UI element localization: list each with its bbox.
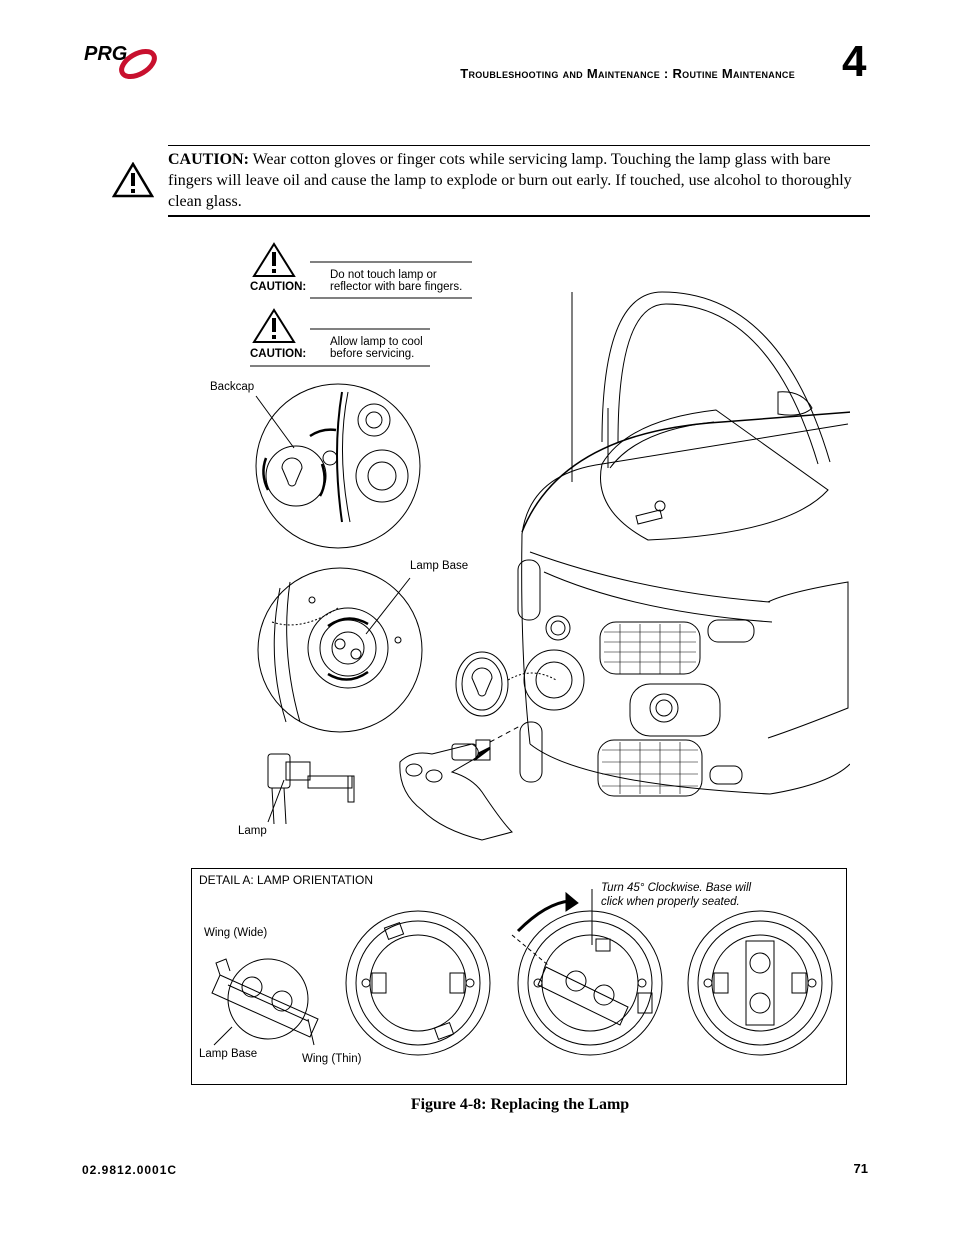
loose-backcap [455,651,557,717]
caution-body: Wear cotton gloves or finger cots while … [168,151,852,210]
figure-caution-1 [252,242,472,299]
detail-title: DETAIL A: LAMP ORIENTATION [199,873,373,887]
logo-text: PRG [84,43,127,65]
figure-caution-2 [250,308,430,367]
prg-logo: PRG [84,43,157,79]
detail-diagram: DETAIL A: LAMP ORIENTATION Wing (Wide) L… [199,873,833,1065]
callout-backcap: Backcap [210,381,254,393]
turn-note-line2: click when properly seated. [601,896,740,908]
fig-caution-2-line2: before servicing. [330,348,414,360]
chapter-number: 4 [842,37,867,86]
socket-seated [687,910,833,1056]
label-lamp-base: Lamp Base [199,1048,257,1060]
warning-triangle-icon [112,162,154,198]
section-title: Troubleshooting and Maintenance : Routin… [460,66,795,81]
figure-caption: Figure 4-8: Replacing the Lamp [410,1096,630,1113]
hand-with-lamp [399,725,521,841]
label-wing-wide: Wing (Wide) [204,927,267,939]
caution-bottom-rule [168,215,870,217]
lamp-part [267,753,355,825]
fig-caution-2-label: CAUTION: [250,348,306,360]
label-wing-thin: Wing (Thin) [302,1053,362,1065]
socket-rotating [511,889,663,1056]
detail-lamp-orientation: DETAIL A: LAMP ORIENTATION Wing (Wide) L… [191,868,847,1085]
lamp-base-detail [257,567,423,733]
fixture-body [517,291,850,797]
fig-caution-1-line2: reflector with bare fingers. [330,281,462,293]
caution-label: CAUTION: [168,151,249,168]
fig-caution-2-line1: Allow lamp to cool [330,336,423,348]
callout-lamp: Lamp [238,825,267,837]
lamp-base-diagram [211,958,319,1046]
turn-note-line1: Turn 45° Clockwise. Base will [601,882,752,894]
caution-paragraph: CAUTION: Wear cotton gloves or finger co… [168,149,868,212]
page-number: 71 [853,1161,868,1176]
lamp-replacement-illustration: CAUTION: Do not touch lamp or reflector … [210,242,850,841]
document-number: 02.9812.0001C [82,1163,178,1177]
fig-caution-1-line1: Do not touch lamp or [330,269,437,281]
socket-empty [345,910,491,1056]
backcap-detail [255,383,421,549]
caution-top-rule [168,145,870,146]
callout-lamp-base: Lamp Base [410,560,468,572]
fig-caution-1-label: CAUTION: [250,281,306,293]
